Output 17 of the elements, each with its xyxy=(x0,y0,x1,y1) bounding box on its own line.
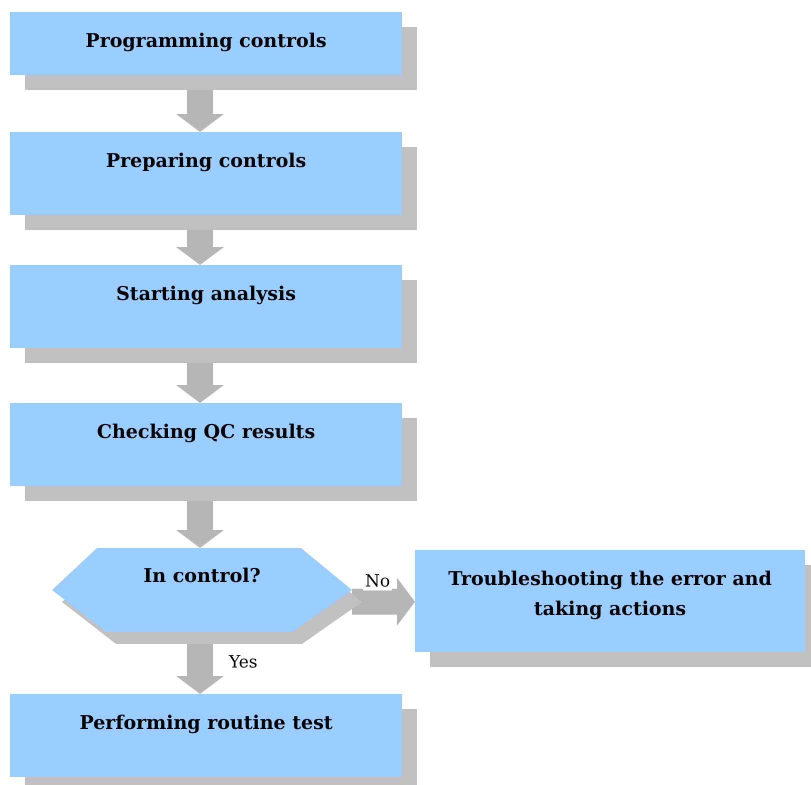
node-text: In control? xyxy=(143,564,261,589)
process-box xyxy=(10,132,402,215)
node-text: Preparing controls xyxy=(104,149,308,174)
process-box xyxy=(415,550,805,652)
node-text: Starting analysis xyxy=(115,282,297,307)
process-box xyxy=(10,265,402,348)
decision-hexagon xyxy=(52,548,352,632)
block-arrow xyxy=(176,632,224,694)
process-box xyxy=(10,694,402,777)
node-text: Troubleshooting the error and taking actions xyxy=(447,567,773,622)
block-arrow xyxy=(352,578,415,626)
process-box xyxy=(10,12,402,75)
node-text: Programming controls xyxy=(84,29,328,54)
edge-label: No xyxy=(363,573,392,590)
node-text: Performing routine test xyxy=(78,711,334,736)
node-text: Checking QC results xyxy=(96,420,316,445)
process-box xyxy=(10,403,402,486)
